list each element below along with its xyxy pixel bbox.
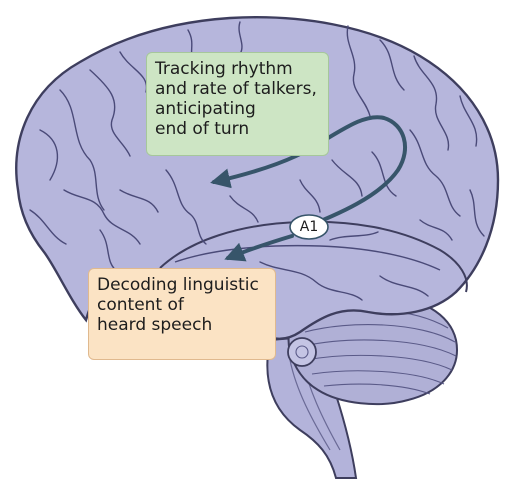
label-line: content of [97, 295, 267, 315]
rhythm-tracking-label: Tracking rhythm and rate of talkers, ant… [146, 52, 329, 156]
label-line: anticipating [155, 99, 320, 119]
label-line: and rate of talkers, [155, 79, 320, 99]
label-line: Decoding linguistic [97, 275, 267, 295]
label-line: end of turn [155, 119, 320, 139]
label-line: heard speech [97, 315, 267, 335]
linguistic-decoding-label: Decoding linguistic content of heard spe… [88, 268, 276, 360]
a1-label: A1 [290, 215, 328, 239]
label-line: Tracking rhythm [155, 59, 320, 79]
